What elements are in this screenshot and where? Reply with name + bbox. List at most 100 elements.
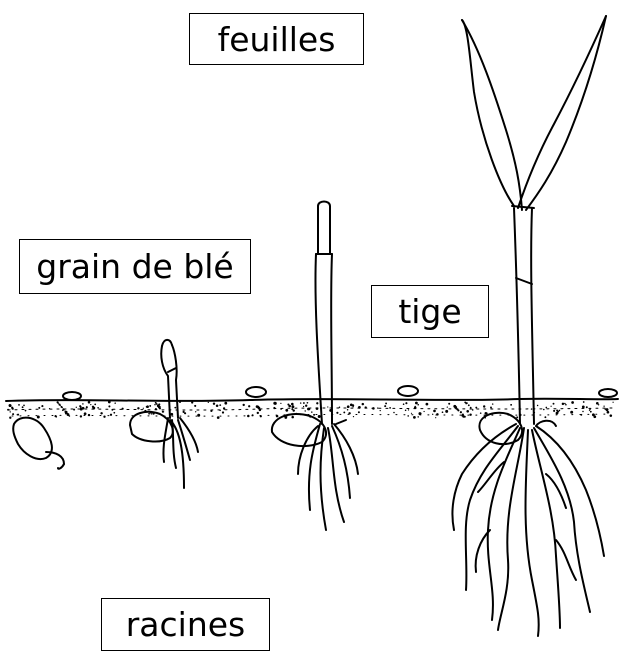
soil-dot: [224, 402, 227, 405]
soil-dot: [276, 415, 279, 418]
soil-dot: [148, 413, 150, 415]
soil-dot: [469, 413, 471, 415]
stage-germinating-seed: [130, 340, 198, 488]
soil-dot: [285, 409, 288, 412]
soil-dot: [63, 409, 64, 410]
soil-dot: [213, 402, 215, 404]
label-feuilles: feuilles: [189, 13, 364, 65]
soil-dot: [350, 404, 353, 407]
soil-dot: [257, 412, 259, 414]
soil-dot: [10, 411, 11, 412]
soil-dot: [247, 415, 250, 418]
soil-dot: [598, 404, 599, 405]
soil-dot: [545, 407, 547, 409]
soil-dot: [405, 402, 407, 404]
soil-dot: [158, 403, 160, 405]
soil-dot: [553, 410, 555, 412]
soil-dot: [122, 408, 124, 410]
soil-dot: [303, 406, 304, 407]
soil-dot: [222, 411, 224, 413]
soil-dot: [316, 407, 319, 410]
soil-dot: [146, 406, 148, 408]
soil-dot: [353, 416, 354, 417]
soil-dot: [219, 410, 221, 412]
stage-seed: [13, 418, 64, 469]
soil-dot: [586, 406, 588, 408]
soil-dot: [313, 414, 315, 416]
soil-dot: [316, 402, 318, 404]
soil-dot: [343, 411, 345, 413]
soil-dot: [113, 412, 115, 414]
soil-dot: [413, 416, 416, 419]
soil-dot: [347, 409, 349, 411]
soil-dot: [80, 415, 82, 417]
soil-dot: [292, 409, 294, 411]
soil-dot: [300, 402, 301, 403]
soil-dot: [372, 407, 375, 410]
soil-dot: [38, 407, 40, 409]
soil-dot: [318, 415, 321, 418]
soil-dot: [37, 416, 40, 419]
soil-dot: [327, 406, 328, 407]
soil-dot: [307, 402, 309, 404]
soil-dot: [197, 414, 200, 417]
soil-dot: [76, 407, 77, 408]
soil-dot: [565, 404, 567, 406]
soil-dot: [445, 410, 448, 413]
soil-dot: [174, 407, 176, 409]
soil-dot: [100, 412, 102, 414]
soil-dot: [156, 403, 158, 405]
soil-dot: [219, 404, 221, 406]
soil-dot: [305, 405, 307, 407]
soil-dot: [88, 414, 90, 416]
soil-dot: [223, 407, 225, 409]
soil-dot: [336, 412, 338, 414]
soil-dot: [114, 402, 116, 404]
soil-dot: [583, 401, 585, 403]
soil-dot: [490, 407, 492, 409]
soil-dot: [311, 411, 312, 412]
soil-dot: [94, 404, 96, 406]
soil-dot: [260, 415, 262, 417]
soil-dot: [465, 403, 467, 405]
soil-dot: [288, 405, 291, 408]
soil-dot: [291, 405, 294, 408]
soil-dot: [84, 412, 87, 415]
soil-dot: [510, 404, 512, 406]
soil-dot: [543, 409, 545, 411]
soil-dot: [154, 404, 155, 405]
soil-dot: [435, 417, 436, 418]
soil-dot: [358, 406, 361, 409]
soil-dot: [55, 416, 57, 418]
soil-dot: [436, 413, 439, 416]
soil-dot: [564, 403, 566, 405]
soil-dot: [110, 414, 112, 416]
soil-dot: [407, 415, 409, 417]
soil-dot: [143, 408, 144, 409]
soil-dot: [417, 416, 419, 418]
soil-dot: [17, 414, 18, 415]
soil-dot: [380, 410, 381, 411]
soil-dot: [365, 406, 367, 408]
soil-dot: [571, 401, 574, 404]
soil-dot: [457, 409, 459, 411]
soil-dot: [448, 403, 450, 405]
soil-dot: [562, 403, 564, 405]
soil-dot: [208, 402, 209, 403]
soil-dot: [460, 411, 462, 413]
soil-dot: [7, 409, 9, 411]
soil-dot: [393, 412, 395, 414]
soil-dot: [610, 414, 613, 417]
soil-dot: [217, 416, 220, 419]
soil-dot: [216, 404, 219, 407]
soil-dot: [553, 403, 555, 405]
soil-dot: [273, 402, 276, 405]
soil-dot: [352, 406, 353, 407]
soil-dot: [82, 407, 85, 410]
soil-dot: [92, 406, 94, 408]
soil-dot: [86, 406, 88, 408]
soil-dot: [442, 411, 444, 413]
soil-dot: [358, 411, 360, 413]
